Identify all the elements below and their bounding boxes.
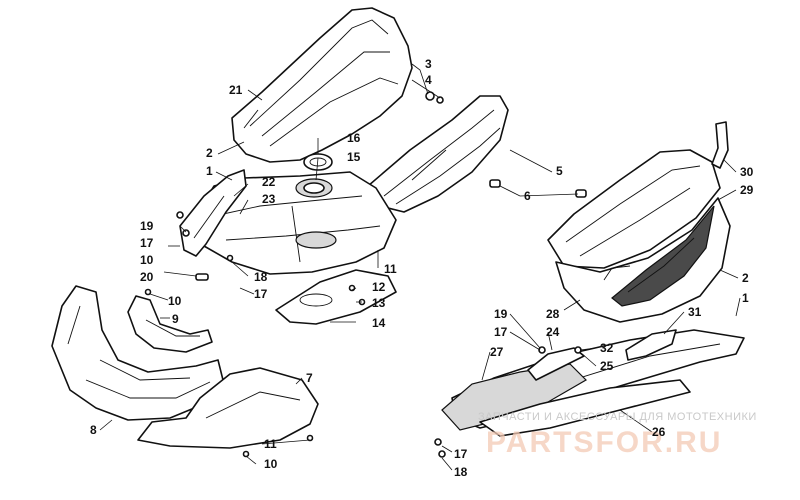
callout-9: 9 <box>172 312 179 326</box>
callout-29: 29 <box>740 183 754 197</box>
tunnel-upper-right <box>547 149 721 269</box>
callout-11: 11 <box>264 437 277 451</box>
callout-2: 2 <box>742 271 749 285</box>
callout-31: 31 <box>688 305 702 319</box>
callout-11: 11 <box>384 262 397 276</box>
lower-guard <box>441 363 691 437</box>
callout-5: 5 <box>556 164 563 178</box>
callout-10: 10 <box>264 457 278 471</box>
callout-15: 15 <box>347 150 361 164</box>
callout-17: 17 <box>254 287 268 301</box>
front-bumper <box>51 285 225 421</box>
callout-32: 32 <box>600 341 614 355</box>
mount-bracket-30 <box>711 121 729 169</box>
callout-30: 30 <box>740 165 754 179</box>
callout-4: 4 <box>425 73 432 87</box>
skid-plate-left <box>137 367 319 449</box>
callout-10: 10 <box>168 294 182 308</box>
callout-19: 19 <box>494 307 508 321</box>
bracket-31 <box>625 329 677 361</box>
callout-23: 23 <box>262 192 276 206</box>
callout-17: 17 <box>140 236 154 250</box>
callout-3: 3 <box>425 57 432 71</box>
leader-lines <box>99 63 741 471</box>
callout-18: 18 <box>254 270 268 284</box>
callout-16: 16 <box>347 131 361 145</box>
callout-7: 7 <box>306 371 313 385</box>
callout-6: 6 <box>524 189 531 203</box>
base-pan <box>189 171 397 275</box>
side-body-panel <box>555 197 731 323</box>
callouts: 21 2 3 4 5 6 16 15 1 22 23 19 17 10 20 1… <box>90 57 754 479</box>
callout-18: 18 <box>454 465 468 479</box>
callout-17: 17 <box>454 447 468 461</box>
watermark: ЗАПЧАСТИ И АКСЕССУАРЫ ДЛЯ МОТОТЕХНИКИ PA… <box>478 411 757 459</box>
front-brace <box>127 295 213 353</box>
callout-1: 1 <box>206 164 213 178</box>
callout-28: 28 <box>546 307 560 321</box>
upper-console-panel <box>231 7 413 163</box>
tunnel-center-panel <box>367 95 509 213</box>
callout-13: 13 <box>372 296 386 310</box>
seal-ring-15 <box>295 178 333 198</box>
callout-8: 8 <box>90 423 97 437</box>
callout-24: 24 <box>546 325 560 339</box>
callout-20: 20 <box>140 270 154 284</box>
callout-21: 21 <box>229 83 243 97</box>
watermark-logo: PARTSFOR.RU <box>486 426 722 459</box>
gasket-plate <box>275 269 397 325</box>
callout-19: 19 <box>140 219 154 233</box>
callout-2: 2 <box>206 146 213 160</box>
callout-25: 25 <box>600 359 614 373</box>
side-bracket-left <box>179 169 247 257</box>
callout-26: 26 <box>652 425 666 439</box>
callout-17: 17 <box>494 325 508 339</box>
watermark-text: ЗАПЧАСТИ И АКСЕССУАРЫ ДЛЯ МОТОТЕХНИКИ <box>478 411 757 423</box>
callout-22: 22 <box>262 175 276 189</box>
callout-12: 12 <box>372 280 386 294</box>
fasteners <box>144 91 587 458</box>
callout-10: 10 <box>140 253 154 267</box>
callout-1: 1 <box>742 291 749 305</box>
callout-27: 27 <box>490 345 504 359</box>
callout-14: 14 <box>372 316 386 330</box>
